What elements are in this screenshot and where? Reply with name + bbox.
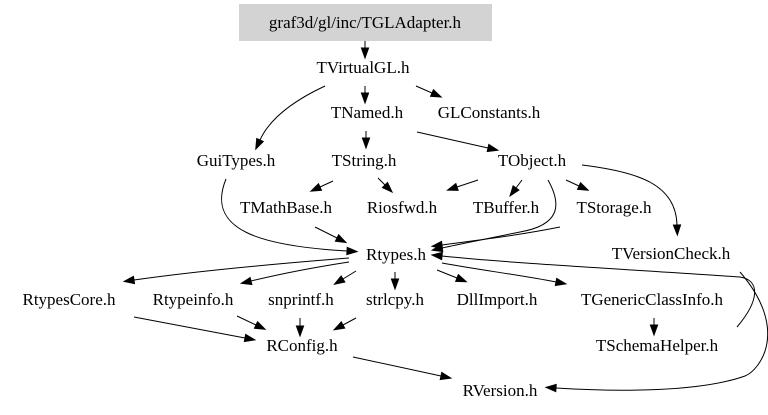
node-tvirtualgl[interactable]: TVirtualGL.h (317, 58, 410, 77)
edge-tversioncheck-to-rtypes-arrowhead (544, 383, 557, 393)
edge-tvirtualgl-to-guitypes (259, 85, 326, 141)
edge-tvirtualgl-to-tnamed-arrowhead (360, 92, 370, 105)
node-riosfwd[interactable]: Riosfwd.h (367, 198, 438, 217)
edge-tschemahelper-to-rtypes (441, 255, 756, 328)
edge-rconfig-to-rversion-arrowhead (439, 371, 453, 381)
edge-tmathbase-to-rtypes (314, 226, 338, 239)
node-rtypes[interactable]: Rtypes.h (366, 245, 426, 264)
edge-tvirtualgl-to-guitypes-arrowhead (255, 137, 265, 151)
edge-tobject-to-tbuffer-arrowhead (509, 185, 520, 198)
edge-tnamed-to-tobject (416, 131, 489, 149)
node-rversion[interactable]: RVersion.h (463, 381, 538, 400)
edge-tobject-to-tstorage-arrowhead (576, 181, 590, 191)
edge-tstring-to-riosfwd-arrowhead (381, 181, 394, 194)
edges-layer (122, 41, 768, 393)
edge-tversioncheck-to-rtypes (555, 271, 768, 391)
node-tstring[interactable]: TString.h (332, 151, 397, 170)
node-tnamed[interactable]: TNamed.h (331, 103, 404, 122)
edge-tstorage-to-rtypes (441, 226, 561, 246)
edge-tstring-to-tmathbase-arrowhead (309, 182, 323, 192)
node-tmathbase[interactable]: TMathBase.h (240, 198, 333, 217)
node-glconstants[interactable]: GLConstants.h (438, 103, 541, 122)
edge-snprintf-to-rconfig-arrowhead (295, 325, 305, 338)
edge-rconfig-to-rversion (352, 356, 442, 377)
edge-guitypes-to-rtypes (221, 178, 348, 252)
edge-tstring-to-tmathbase (319, 180, 334, 188)
node-snprintf[interactable]: snprintf.h (268, 290, 334, 309)
edge-rtypescore-to-rconfig (133, 316, 246, 339)
node-tgladapter[interactable]: graf3d/gl/inc/TGLAdapter.h (269, 13, 462, 32)
edge-tobject-to-riosfwd-arrowhead (446, 182, 459, 191)
root-node-box (239, 4, 492, 41)
edge-rtypes-to-rtypeinfo (250, 261, 350, 282)
node-tstorage[interactable]: TStorage.h (576, 198, 652, 217)
edge-strlcpy-to-rconfig (342, 317, 357, 326)
edge-rtypes-to-snprintf-arrowhead (333, 275, 346, 286)
edge-rtypes-to-rtypeinfo-arrowhead (239, 276, 253, 286)
edge-tnamed-to-tstring-arrowhead (361, 137, 371, 150)
edge-tgladapter-to-tvirtualgl-arrowhead (360, 47, 370, 60)
edge-rtypes-to-tgenericclassinfo-arrowhead (554, 277, 568, 287)
node-rtypeinfo[interactable]: Rtypeinfo.h (153, 290, 234, 309)
edge-tnamed-to-tobject-arrowhead (486, 143, 500, 153)
edge-tvirtualgl-to-glconstants (415, 85, 433, 94)
node-tobject[interactable]: TObject.h (498, 151, 567, 170)
node-tgenericclassinfo[interactable]: TGenericClassInfo.h (581, 290, 724, 309)
edge-tgenericclassinfo-to-tschemahelper-arrowhead (649, 324, 659, 337)
node-tschemahelper[interactable]: TSchemaHelper.h (596, 336, 719, 355)
edge-rtypes-to-rtypescore-arrowhead (122, 275, 136, 285)
node-rtypescore[interactable]: RtypesCore.h (22, 290, 116, 309)
edge-tstorage-to-rtypes-arrowhead (430, 240, 444, 250)
node-strlcpy[interactable]: strlcpy.h (366, 290, 424, 309)
edge-rtypes-to-tgenericclassinfo (441, 262, 557, 283)
edge-rtypes-to-dllimport (436, 269, 458, 279)
edge-rtypescore-to-rconfig-arrowhead (243, 333, 257, 343)
edge-rtypes-to-snprintf (342, 270, 357, 280)
node-dllimport[interactable]: DllImport.h (457, 290, 538, 309)
edge-rtypeinfo-to-rconfig-arrowhead (253, 320, 267, 330)
edge-guitypes-to-rtypes-arrowhead (346, 246, 359, 256)
node-tversioncheck[interactable]: TVersionCheck.h (612, 244, 731, 263)
edge-tobject-to-riosfwd (456, 179, 479, 188)
edge-tobject-to-tversioncheck-arrowhead (672, 224, 682, 237)
edge-tobject-to-tversioncheck (581, 164, 678, 226)
edge-rtypes-to-dllimport-arrowhead (454, 273, 468, 283)
edge-tmathbase-to-rtypes-arrowhead (334, 233, 348, 244)
edge-rtypeinfo-to-rconfig (236, 315, 257, 326)
edge-tobject-to-rtypes (441, 179, 557, 249)
node-tbuffer[interactable]: TBuffer.h (473, 198, 540, 217)
edge-strlcpy-to-rconfig-arrowhead (332, 320, 346, 331)
edge-tstring-to-riosfwd (377, 177, 386, 186)
edge-tschemahelper-to-rtypes-arrowhead (430, 251, 443, 261)
nodes-layer: graf3d/gl/inc/TGLAdapter.h TVirtualGL.h … (22, 13, 730, 400)
edge-tvirtualgl-to-glconstants-arrowhead (429, 88, 443, 98)
edge-tobject-to-tbuffer (515, 179, 523, 189)
edge-tobject-to-tstorage (565, 179, 580, 187)
node-rconfig[interactable]: RConfig.h (266, 336, 338, 355)
node-guitypes[interactable]: GuiTypes.h (197, 151, 276, 170)
edge-rtypes-to-rtypescore (133, 257, 350, 281)
edge-rtypes-to-strlcpy-arrowhead (390, 278, 400, 291)
